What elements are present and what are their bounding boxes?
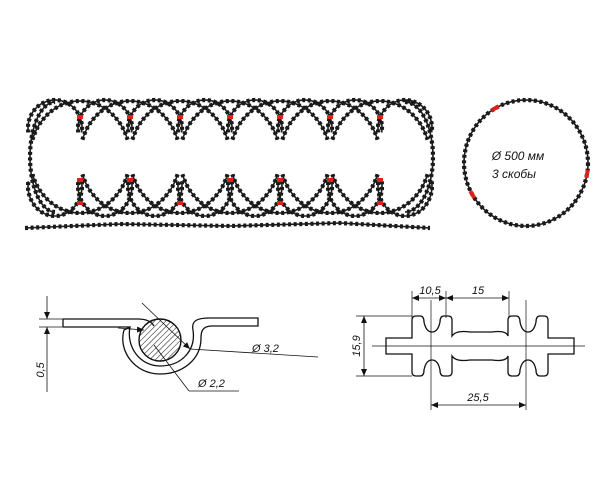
inner-diameter-label: Ø 2,2 <box>197 378 225 390</box>
coil-ring <box>461 97 591 229</box>
coil-clips <box>77 115 383 205</box>
ring-clip-mark <box>468 190 477 199</box>
clip-mark <box>377 178 383 182</box>
blade-outline <box>385 315 575 377</box>
height-label: 15,9 <box>351 335 363 356</box>
diameter-label: Ø 500 мм <box>491 149 544 163</box>
clip-mark <box>327 115 333 119</box>
clip-mark <box>327 178 333 182</box>
coil-front-view: Ø 500 мм 3 скобы <box>461 97 591 229</box>
clip-mark <box>277 178 283 182</box>
clips-count-label: 3 скобы <box>492 167 536 181</box>
clip-mark <box>277 201 283 205</box>
core-wire <box>138 318 182 362</box>
cross-section-view: 0,5 Ø 3,2 Ø 2,2 <box>35 296 319 392</box>
coil-loops <box>24 97 436 231</box>
outer-diameter-label: Ø 3,2 <box>251 343 279 355</box>
thickness-label: 0,5 <box>35 361 47 377</box>
blade-strip-left-top <box>63 318 155 327</box>
ring-clips <box>468 104 590 199</box>
blade-wrap <box>122 317 259 375</box>
pitch-label: 25,5 <box>466 392 489 404</box>
barb-spacing-label: 15 <box>472 285 485 297</box>
ring-clip-mark <box>584 169 590 179</box>
clip-mark <box>377 115 383 119</box>
clip-mark <box>127 178 133 182</box>
ring-clip-mark <box>490 104 500 113</box>
clip-mark <box>227 178 233 182</box>
blade-profile-view: 10,5 15 15,9 25,5 <box>351 285 585 410</box>
clip-mark <box>377 201 383 205</box>
coil-side-view <box>24 97 436 231</box>
clip-mark <box>77 178 83 182</box>
barb-width-label: 10,5 <box>419 285 441 297</box>
clip-mark <box>227 115 233 119</box>
clip-mark <box>127 115 133 119</box>
clip-mark <box>77 201 83 205</box>
clip-mark <box>277 115 283 119</box>
clip-mark <box>177 201 183 205</box>
clip-mark <box>77 115 83 119</box>
clip-mark <box>177 115 183 119</box>
